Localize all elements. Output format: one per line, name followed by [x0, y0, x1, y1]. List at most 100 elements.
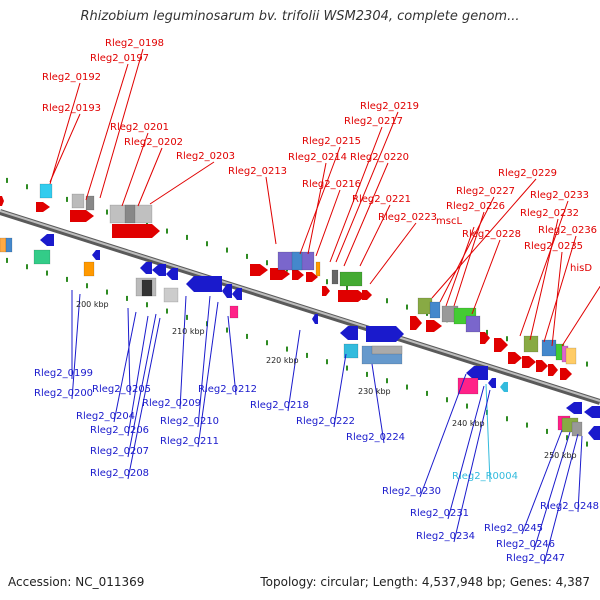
genome-axis-highlight — [0, 210, 600, 402]
tick-mark — [486, 329, 488, 335]
gene-label-forward-leader — [315, 189, 341, 257]
scale-label: 250 kbp — [544, 451, 577, 460]
gene-label-reverse-leader — [577, 435, 583, 513]
gene-arrow-reverse — [166, 268, 178, 280]
tick-mark — [6, 257, 8, 263]
gene-label-reverse: Rleg2_0234 — [416, 531, 475, 542]
tick-mark — [406, 384, 408, 390]
gene-arrow-forward — [480, 332, 490, 344]
gene-label-forward-leader — [49, 113, 81, 183]
gene-label-reverse: Rleg2_0207 — [90, 446, 149, 457]
tick-mark — [446, 397, 448, 403]
gene-label-forward-leader — [307, 162, 327, 255]
tick-mark — [66, 196, 68, 202]
gene-label-reverse: Rleg2_0247 — [506, 553, 565, 564]
gene-arrow-forward — [70, 210, 94, 222]
scale-label: 230 kbp — [358, 387, 391, 396]
gene-label-forward-leader — [85, 63, 129, 201]
gene-block — [163, 287, 179, 303]
gene-block — [465, 315, 481, 333]
tick-mark — [306, 352, 308, 358]
gene-label-reverse: Rleg2_0210 — [160, 416, 219, 427]
tick-mark — [166, 308, 168, 314]
gene-label-forward: Rleg2_0232 — [520, 208, 579, 219]
gene-label-forward: mscL — [436, 216, 462, 227]
gene-arrow-forward — [536, 360, 548, 372]
gene-arrow-reverse — [40, 234, 54, 246]
gene-label-reverse: Rleg2_0248 — [540, 501, 599, 512]
gene-label-forward-leader — [519, 200, 569, 337]
gene-label-reverse: Rleg2_0205 — [92, 384, 151, 395]
gene-block — [39, 183, 53, 199]
tick-mark — [26, 184, 28, 190]
gene-label-reverse: Rleg2_0211 — [160, 436, 219, 447]
gene-label-reverse-leader — [543, 433, 579, 565]
gene-arrow-forward — [366, 326, 404, 342]
tick-mark — [586, 441, 588, 447]
gene-block — [71, 193, 85, 209]
gene-label-forward: Rleg2_0197 — [90, 53, 149, 64]
gene-label-forward: Rleg2_0229 — [498, 168, 557, 179]
gene-label-forward-leader — [99, 48, 144, 199]
tick-mark — [386, 378, 388, 384]
tick-mark — [566, 435, 568, 441]
tick-mark — [346, 285, 348, 291]
gene-block — [315, 261, 321, 277]
gene-label-forward-leader — [439, 196, 495, 303]
accession-text: Accession: NC_011369 — [8, 575, 145, 589]
gene-label-reverse: Rleg2_0209 — [142, 398, 201, 409]
gene-arrow-reverse — [152, 264, 166, 276]
gene-label-forward: Rleg2_0193 — [42, 103, 101, 114]
scale-label: 200 kbp — [76, 300, 109, 309]
gene-label-forward: Rleg2_0233 — [530, 190, 589, 201]
gene-label-forward-leader — [551, 251, 563, 347]
gene-label-forward: Rleg2_0201 — [110, 122, 169, 133]
tick-mark — [506, 416, 508, 422]
gene-label-forward-leader — [431, 178, 537, 299]
gene-block — [5, 237, 13, 253]
gene-block — [83, 261, 95, 277]
tick-mark — [586, 361, 588, 367]
gene-label-reverse-leader — [227, 315, 237, 396]
gene-label-reverse-leader — [127, 313, 157, 458]
gene-label-forward: hisD — [570, 263, 592, 274]
gene-label-reverse: Rleg2_0218 — [250, 400, 309, 411]
gene-label-reverse-leader — [71, 293, 81, 400]
tick-mark — [266, 340, 268, 346]
tick-mark — [326, 279, 328, 285]
gene-label-forward-leader — [137, 147, 163, 207]
gene-label-reverse-leader — [453, 389, 491, 543]
gene-label-reverse-leader — [127, 315, 149, 437]
tick-mark — [86, 283, 88, 289]
tick-mark — [326, 359, 328, 365]
gene-label-reverse: Rleg2_0212 — [198, 384, 257, 395]
gene-label-forward-leader — [445, 226, 475, 307]
gene-arrow-reverse — [222, 284, 232, 298]
gene-label-forward: Rleg2_0228 — [462, 229, 521, 240]
gene-arrow-forward — [112, 224, 160, 238]
gene-arrow-reverse — [140, 262, 152, 274]
tick-mark — [186, 234, 188, 240]
tick-mark — [66, 276, 68, 282]
gene-label-forward: Rleg2_0236 — [538, 225, 597, 236]
gene-block — [343, 343, 359, 359]
gene-arrow-forward — [338, 290, 366, 302]
gene-label-reverse: Rleg2_0224 — [346, 432, 405, 443]
gene-arrow-forward — [322, 286, 330, 296]
gene-label-reverse: Rleg2_0230 — [382, 486, 441, 497]
gene-block — [291, 251, 303, 271]
tick-mark — [346, 365, 348, 371]
gene-label-reverse-leader — [127, 317, 161, 480]
gene-label-reverse: Rleg2_0200 — [34, 388, 93, 399]
gene-label-forward-leader — [471, 239, 501, 315]
gene-label-forward-leader — [543, 235, 577, 343]
gene-label-forward-leader — [299, 146, 341, 255]
gene-label-forward: Rleg2_0215 — [302, 136, 361, 147]
tick-mark — [386, 298, 388, 304]
gene-block — [565, 347, 577, 365]
tick-mark — [226, 327, 228, 333]
gene-arrow-forward — [548, 364, 558, 376]
gene-label-forward: Rleg2_0192 — [42, 72, 101, 83]
gene-label-forward-leader — [149, 161, 215, 205]
tick-mark — [406, 304, 408, 310]
